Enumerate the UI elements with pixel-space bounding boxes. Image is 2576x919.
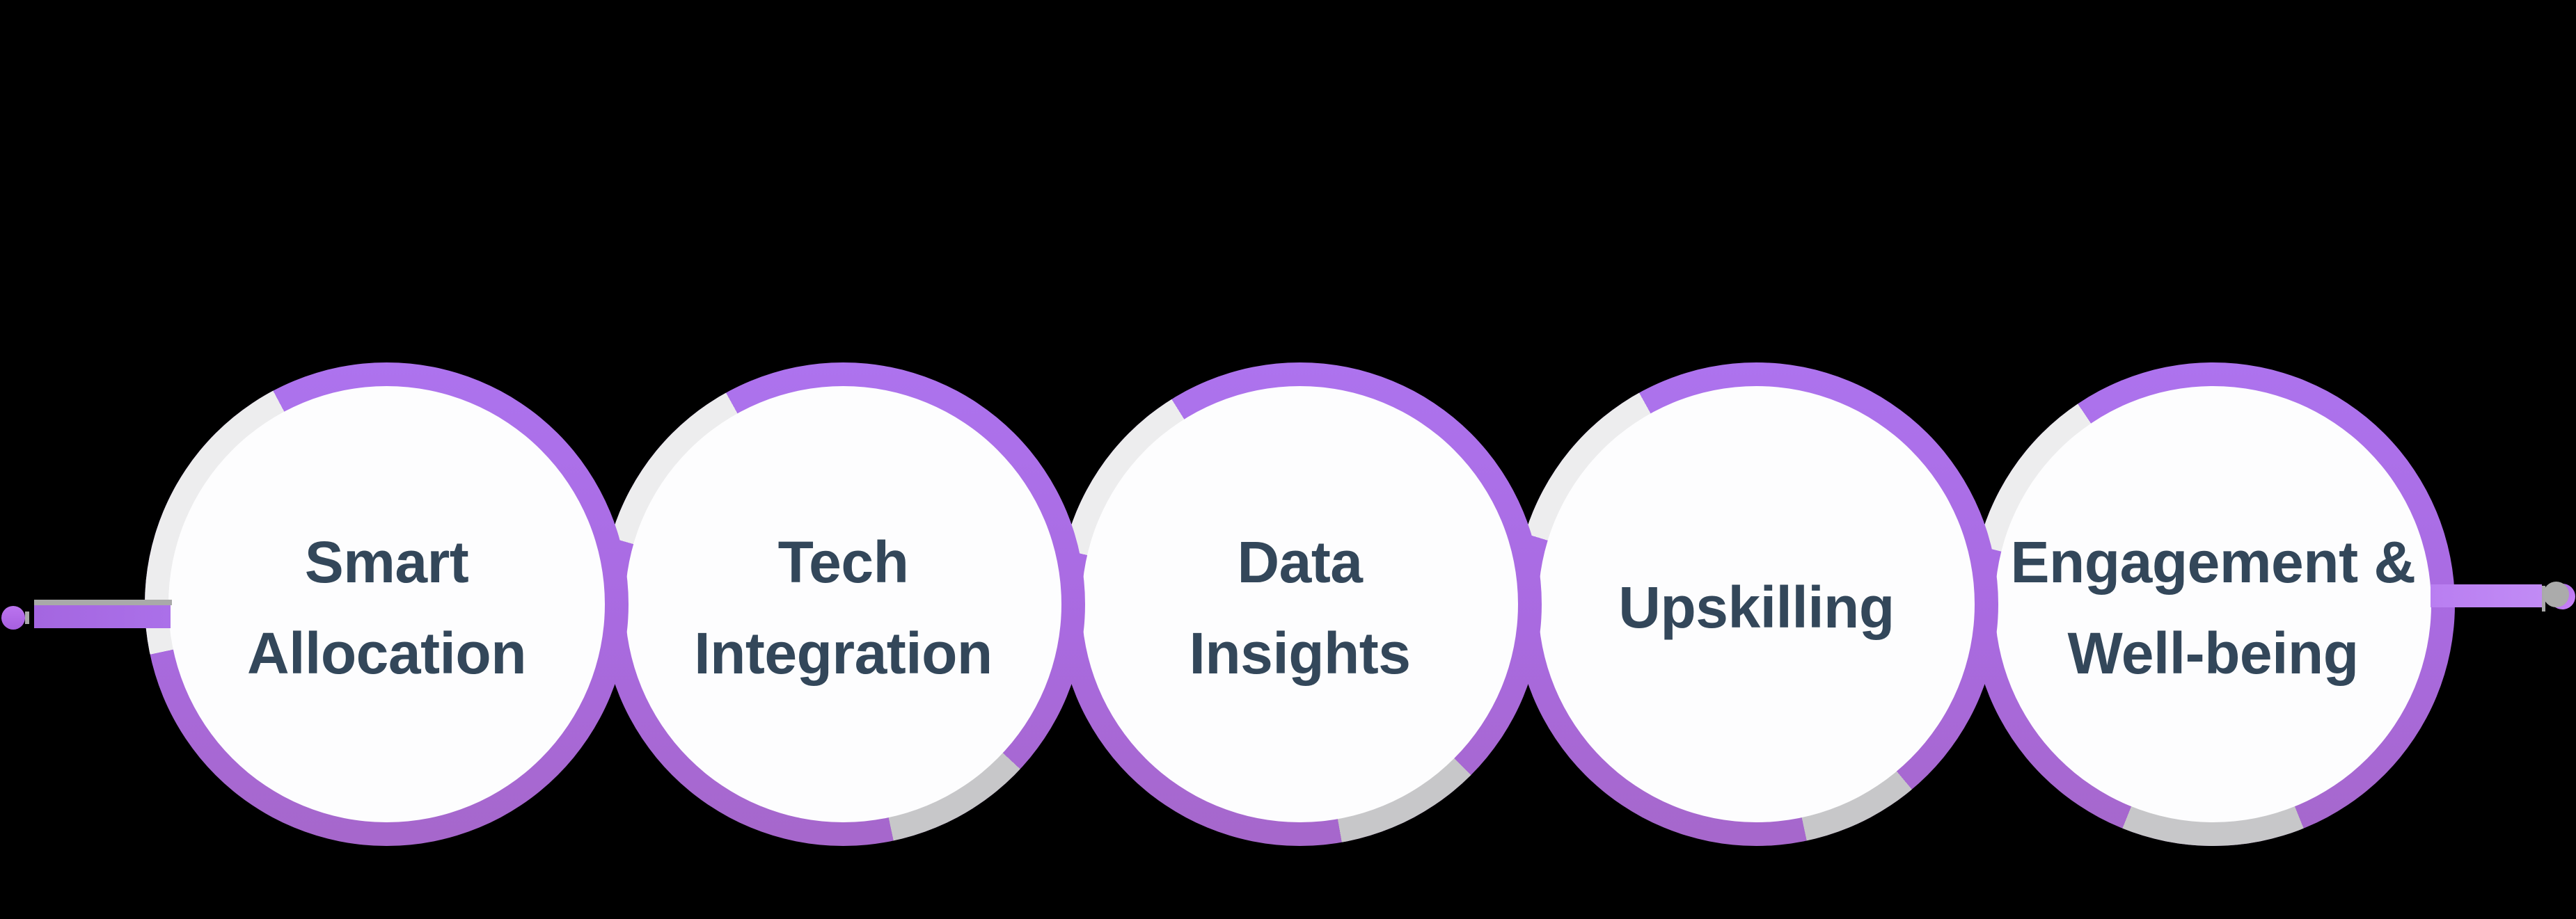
circle-face: Engagement & Well-being: [1995, 386, 2431, 822]
step-label: Tech Integration: [694, 529, 993, 686]
circle-face: Data Insights: [1082, 386, 1518, 822]
left-connector-line: [34, 600, 172, 628]
right-connector-line: [2431, 584, 2545, 612]
circle-face: Upskilling: [1538, 386, 1975, 822]
right-connector-dot: [2543, 582, 2575, 609]
step-label: Upskilling: [1618, 575, 1895, 641]
step-circle-upskilling: Upskilling: [1515, 362, 1998, 846]
step-label: Smart Allocation: [246, 529, 527, 686]
step-circle-smart-allocation: Smart Allocation: [145, 362, 629, 846]
circle-face: Tech Integration: [625, 386, 1061, 822]
left-connector-dot: [1, 606, 29, 630]
step-circle-data-insights: Data Insights: [1058, 362, 1542, 846]
step-label: Engagement & Well-being: [2010, 529, 2416, 686]
step-circle-tech-integration: Tech Integration: [601, 362, 1085, 846]
step-label: Data Insights: [1189, 529, 1411, 686]
step-circle-engagement-wellbeing: Engagement & Well-being: [1971, 362, 2455, 846]
circle-face: Smart Allocation: [168, 386, 605, 822]
